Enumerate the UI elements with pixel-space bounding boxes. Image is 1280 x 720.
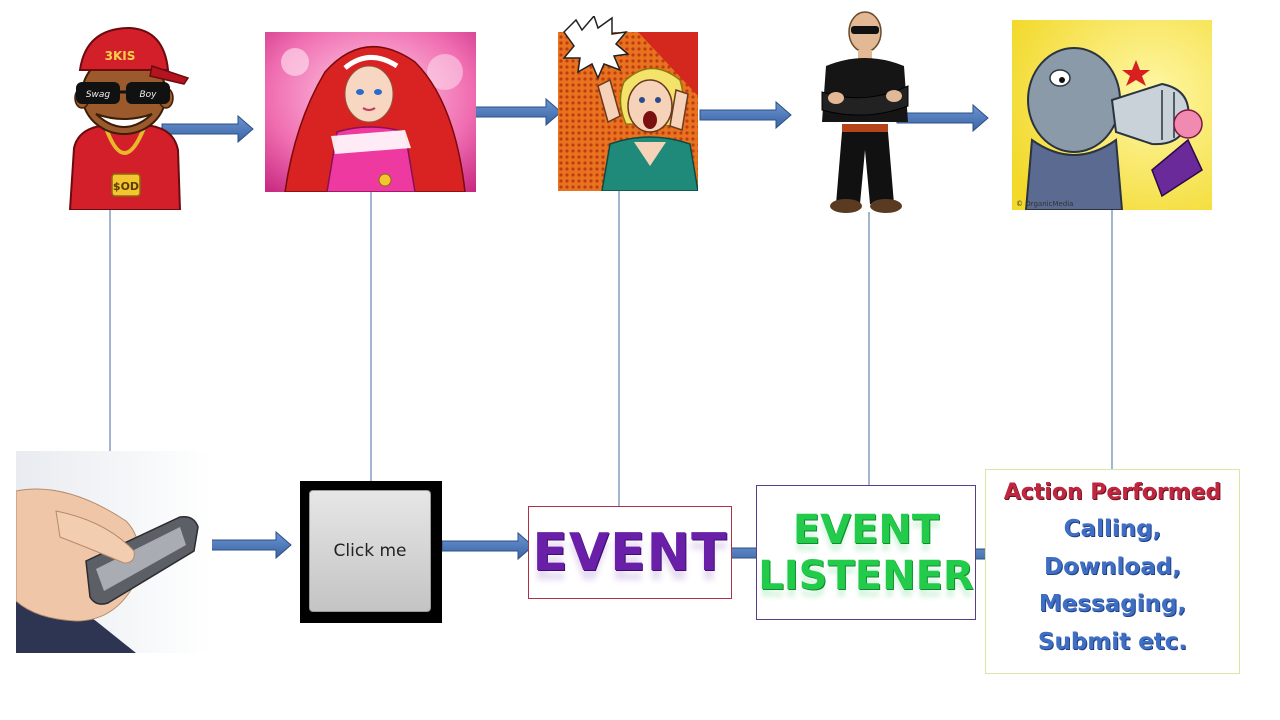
action-item: Calling, bbox=[1063, 516, 1162, 542]
action-item: Messaging, bbox=[1038, 591, 1187, 618]
event-listener-box: EVENT LISTENER bbox=[756, 485, 976, 620]
flow-arrow bbox=[441, 531, 534, 561]
svg-text:Swag: Swag bbox=[86, 90, 111, 100]
listener-label-line: EVENT bbox=[792, 506, 940, 553]
action-performed-box: Action Performed Calling, Download, Mess… bbox=[985, 469, 1240, 674]
svg-text:© OrganicMedia: © OrganicMedia bbox=[1016, 200, 1073, 208]
action-title: Action Performed bbox=[1003, 480, 1222, 505]
svg-text:3KIS: 3KIS bbox=[105, 49, 136, 63]
click-me-button-frame: Click me bbox=[300, 481, 442, 623]
flow-arrow bbox=[699, 100, 792, 130]
red-hair-girl-illustration bbox=[265, 32, 476, 192]
event-label: EVENT bbox=[532, 522, 728, 583]
screaming-woman-illustration bbox=[558, 16, 698, 191]
event-box: EVENT bbox=[528, 506, 732, 599]
svg-text:Boy: Boy bbox=[139, 90, 157, 100]
click-me-button[interactable]: Click me bbox=[309, 490, 431, 612]
svg-text:$OD: $OD bbox=[113, 180, 139, 193]
punch-action-illustration: © OrganicMedia bbox=[1012, 20, 1212, 210]
bodyguard-illustration bbox=[812, 10, 918, 214]
hand-holding-phone-photo bbox=[16, 451, 212, 653]
flow-arrow bbox=[161, 114, 254, 144]
flow-arrow bbox=[199, 530, 292, 560]
flow-arrow bbox=[469, 97, 562, 127]
rapper-illustration: $OD 3KIS Swag Boy bbox=[60, 18, 190, 210]
action-item: Download, bbox=[1044, 553, 1181, 580]
listener-label-line: LISTENER bbox=[758, 552, 974, 599]
flow-arrow bbox=[896, 103, 989, 133]
action-item: Submit etc. bbox=[1037, 629, 1188, 656]
